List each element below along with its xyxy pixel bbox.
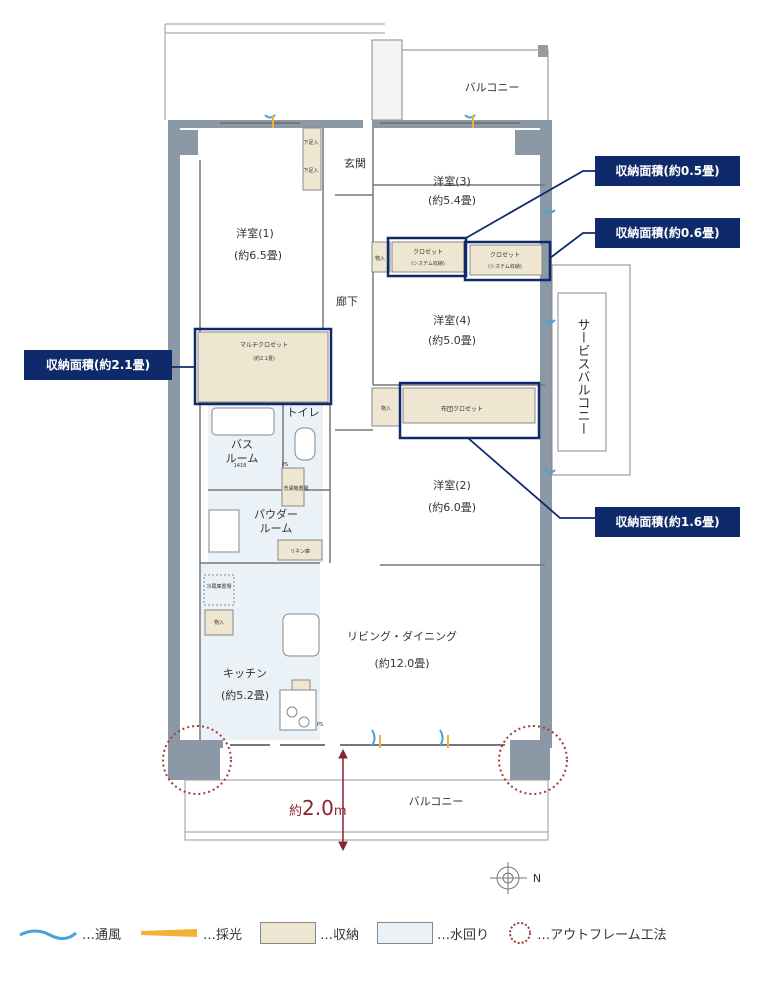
legend-storage: …収納 [260,922,359,944]
outframe-icon [509,922,532,944]
callout-frames [193,236,552,440]
toilet-label: トイレ [287,406,320,419]
legend-outframe: …アウトフレーム工法 [507,920,667,946]
genkan-label: 玄関 [344,156,366,170]
legend-daylight-label: …採光 [203,927,243,943]
bath-size: 1418 [234,463,247,469]
mono-label-3: 物入 [214,619,224,626]
kitchen-name: キッチン [223,667,267,680]
ps-label-1: PS [282,462,288,468]
legend-storage-label: …収納 [320,927,360,943]
legend-daylight: …採光 [139,923,242,943]
linen-label: リネン庫 [290,548,310,555]
top-boundary [164,23,385,120]
closet-b-sub: (システム収納) [488,263,522,270]
closet-a-sub: (システム収納) [411,260,445,267]
mono-label-2: 物入 [381,405,391,412]
room-labels: バルコニー 玄関 下足入 下足入 洋室(3) (約5.4畳) 洋室(1) (約6… [206,81,541,885]
room4-name: 洋室(4) [433,313,471,327]
room2-size: (約6.0畳) [428,500,476,514]
legend-water-label: …水回り [437,927,490,943]
powder-label-2: ルーム [260,522,293,535]
callout-storage-06: 収納面積(約0.6畳) [595,218,740,248]
bath-label-1: バス [231,438,253,451]
living-size: (約12.0畳) [374,656,429,670]
shoes-label-1: 下足入 [303,140,318,146]
depth-prefix: 約 [289,804,302,819]
kitchen-size: (約5.2畳) [221,688,269,702]
legend-ventilation-label: …通風 [82,927,122,943]
ventilation-marks [264,114,556,747]
compass-label: N [533,872,541,885]
legend-ventilation: …通風 [18,923,121,943]
bath-fixtures [208,407,320,731]
depth-unit: m [334,804,347,819]
top-balcony [371,39,549,123]
callout-storage-05: 収納面積(約0.5畳) [595,156,740,186]
legend: …通風 …採光 …収納 …水回り …アウトフレーム工法 [18,918,748,948]
room3-name: 洋室(3) [433,174,471,188]
daylight-marks [272,116,474,748]
legend-outframe-label: …アウトフレーム工法 [537,927,667,943]
depth-value: 2.0 [302,796,334,820]
ps-label-2: PS [317,722,323,728]
powder-label-1: パウダー [254,507,298,521]
closet-b-label: クロゼット [490,251,520,259]
shoes-label-2: 下足入 [303,168,318,174]
room1-size: (約6.5畳) [234,248,282,262]
service-balcony-label: サービスバルコニー [575,318,591,435]
balcony-top-label: バルコニー [465,81,520,94]
living-name: リビング・ダイニング [347,629,457,643]
balcony-bottom-label: バルコニー [409,795,464,808]
service-balcony [551,264,631,476]
room1-name: 洋室(1) [236,226,274,240]
corridor-label: 廊下 [336,294,358,308]
fridge-label: 冷蔵庫置場 [206,583,231,590]
washer-label: 洗濯機置場 [283,485,308,492]
windows [220,122,520,746]
bath-label-2: ルーム [226,452,259,465]
depth-arrow [338,748,348,852]
fridge-space [203,574,235,606]
outframe-marker-left [162,725,232,795]
multi-closet-size: (約2.1畳) [253,355,275,362]
callout-storage-21: 収納面積(約2.1畳) [24,350,172,380]
compass [490,862,527,894]
room2-name: 洋室(2) [433,478,471,492]
futon-closet-label: 布団クロゼット [441,405,483,413]
legend-water: …水回り [377,922,489,944]
storage-swatch [260,922,317,944]
closet-a-label: クロゼット [413,248,443,256]
storage-areas [197,127,543,691]
mono-label-1: 物入 [375,255,385,262]
water-swatch [377,922,434,944]
callout-storage-16: 収納面積(約1.6畳) [595,507,740,537]
ventilation-icon [19,929,78,940]
multi-closet-label: マルチクロゼット [240,341,288,349]
callout-leaders [172,170,595,519]
bottom-balcony [184,779,549,841]
daylight-icon [141,929,198,937]
depth-label: 約2.0m [289,796,347,820]
room3-size: (約5.4畳) [428,193,476,207]
outframe-marker-right [498,725,568,795]
room4-size: (約5.0畳) [428,333,476,347]
